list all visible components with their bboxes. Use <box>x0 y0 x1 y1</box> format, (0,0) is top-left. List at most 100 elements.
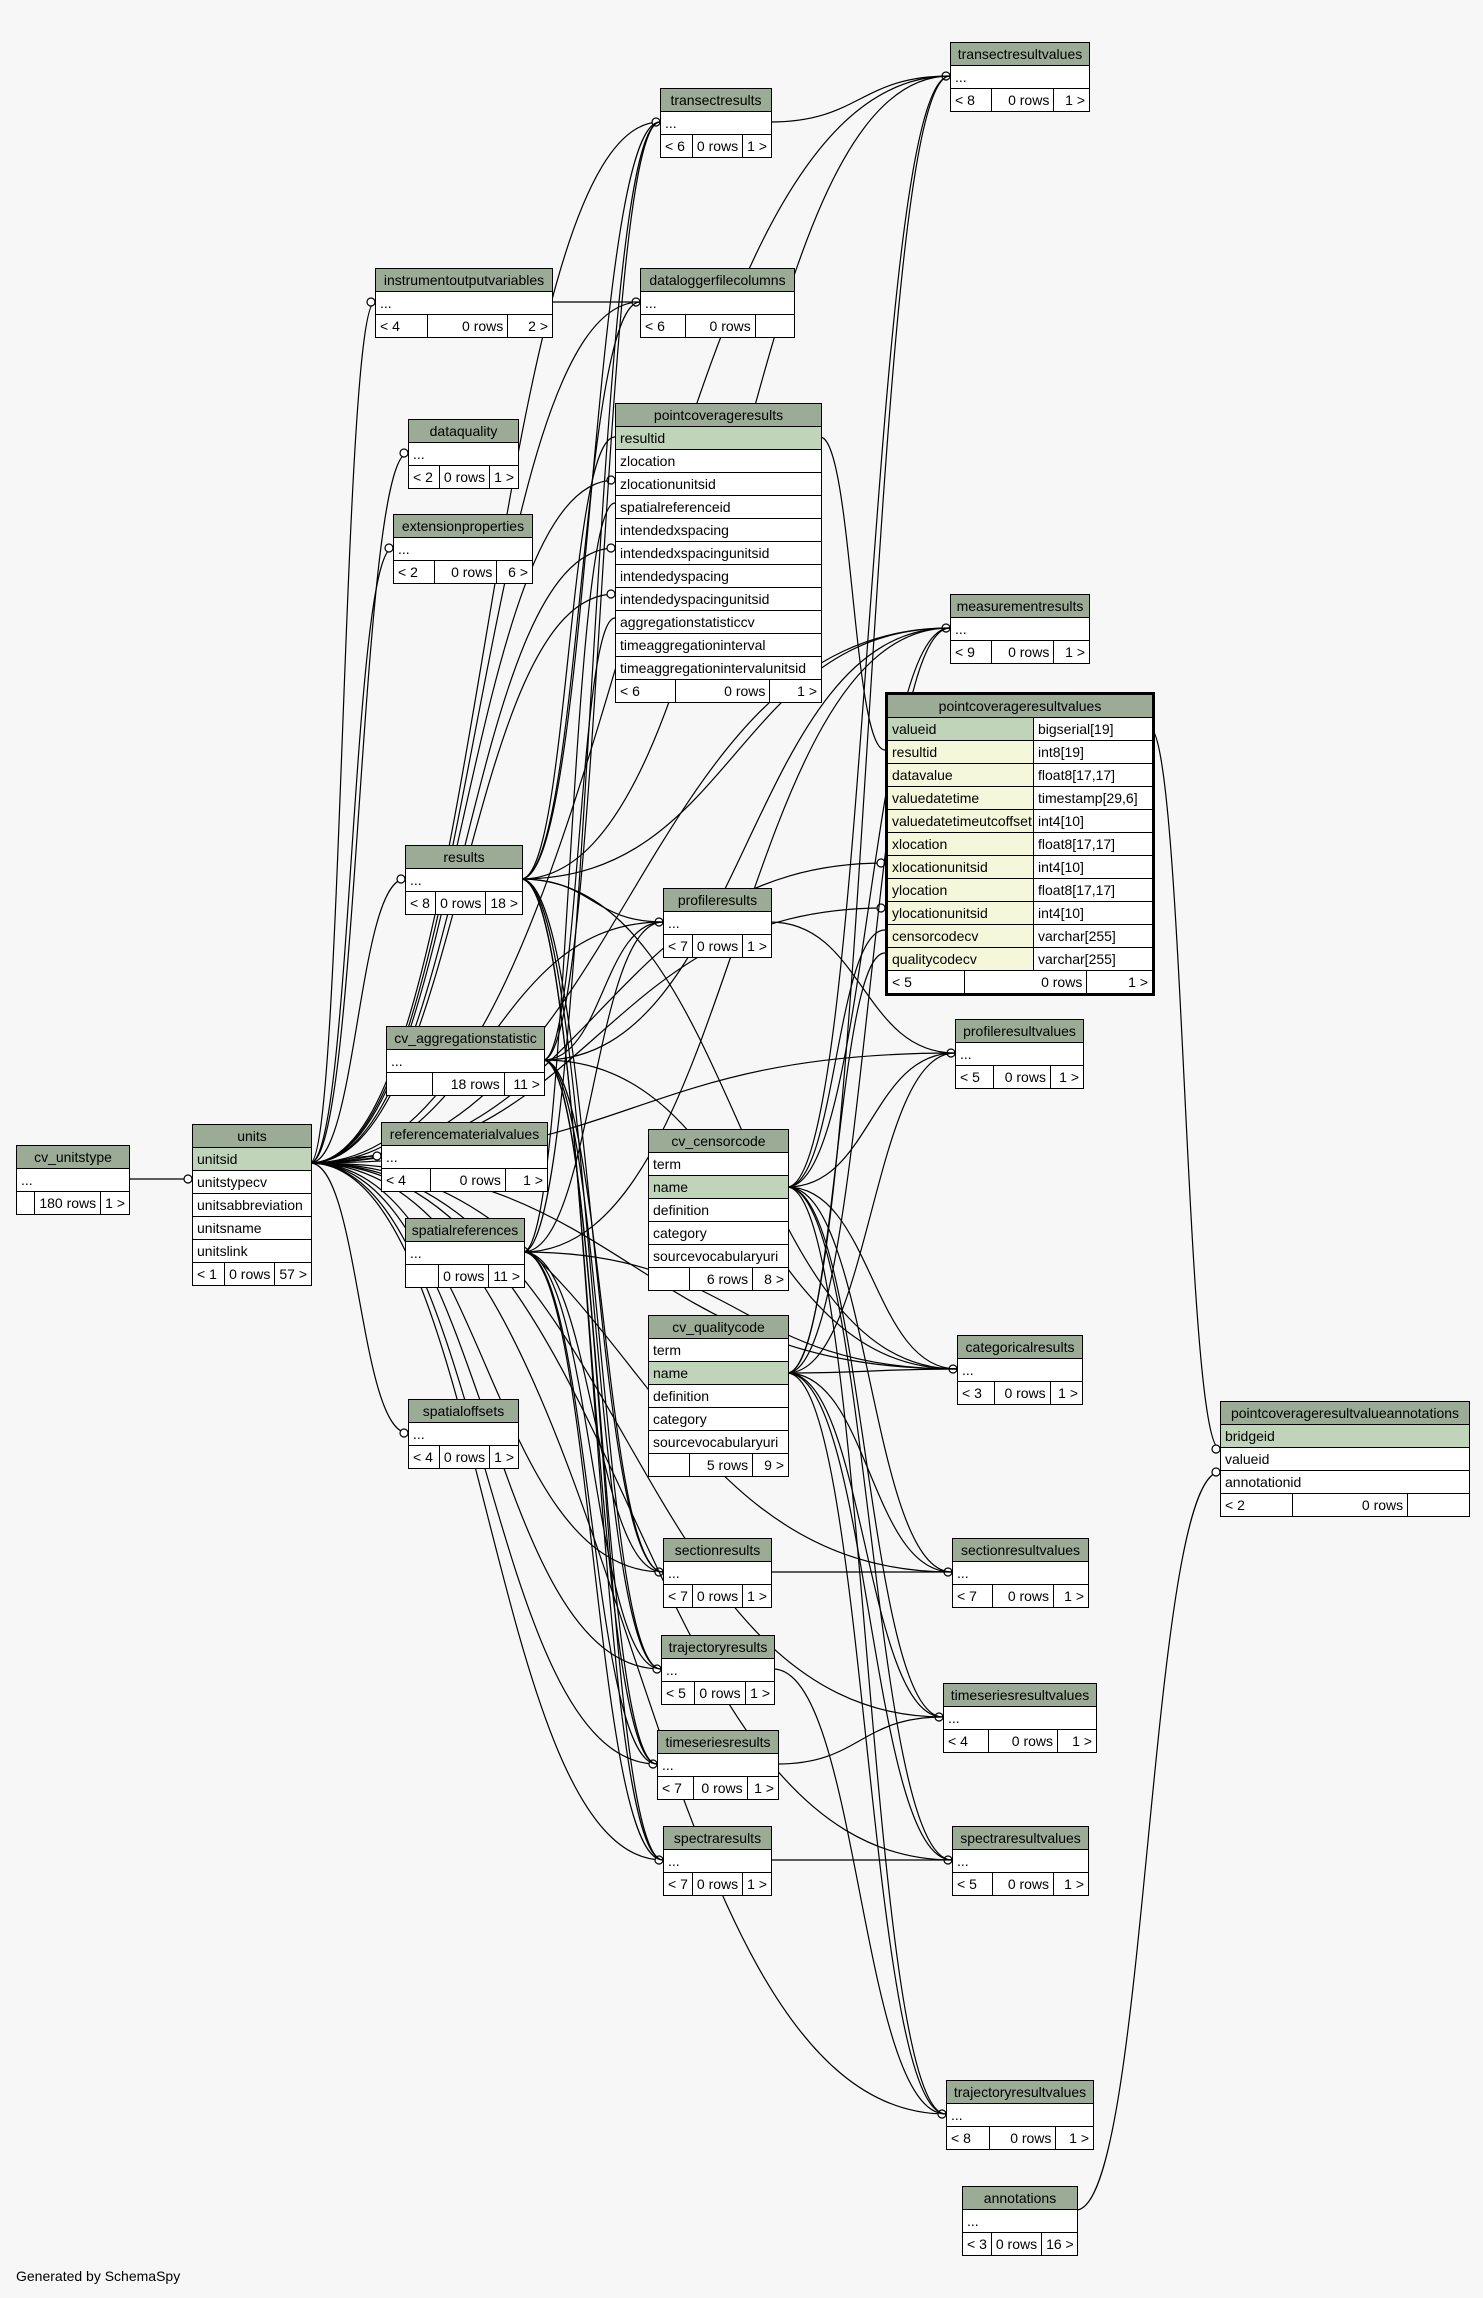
column: ... <box>948 1710 960 1726</box>
relationship-line <box>520 878 664 1861</box>
relationship-line <box>786 1186 953 1573</box>
relationship-line <box>786 1368 958 1374</box>
relationship-endpoint <box>183 1174 193 1184</box>
relationship-line <box>786 1186 953 1861</box>
relationship-line <box>522 1251 658 1765</box>
relationship-line <box>520 301 641 880</box>
column: ... <box>668 1853 680 1869</box>
relationship-line <box>542 617 616 1061</box>
column-name: resultid <box>892 744 938 760</box>
column: ... <box>668 915 680 931</box>
table-units[interactable]: units unitsid unitstypecv unitsabbreviat… <box>192 1124 312 1286</box>
relationship-line <box>542 1059 658 1765</box>
column: definition <box>653 1202 710 1218</box>
column-type: int4[10] <box>1033 902 1152 924</box>
relationship-line <box>309 878 406 1164</box>
column-name: valuedatetime <box>892 790 980 806</box>
relationship-line <box>309 547 394 1164</box>
relationship-line <box>520 878 958 1370</box>
relationship-line <box>786 1052 956 1188</box>
relationship-line <box>1075 1471 1221 2211</box>
column: intendedyspacingunitsid <box>620 591 770 607</box>
relationship-line <box>522 502 616 1253</box>
column-type: float8[17,17] <box>1033 833 1152 855</box>
relationship-line <box>520 436 616 880</box>
column: definition <box>653 1388 710 1404</box>
column: ... <box>413 446 425 462</box>
relationship-line <box>786 1372 947 2115</box>
column-name: valueid <box>892 721 937 737</box>
column: category <box>653 1411 707 1427</box>
table-cv-qualitycode[interactable]: cv_qualitycode term name definition cate… <box>648 1315 789 1477</box>
table-header: profileresultvalues <box>956 1020 1083 1042</box>
relationship-line <box>542 1059 662 1670</box>
relationship-line <box>786 929 886 1188</box>
table-header: pointcoverageresults <box>616 404 821 426</box>
table-header: timeseriesresults <box>658 1731 778 1753</box>
table-header: instrumentoutputvariables <box>376 269 552 291</box>
column-type: varchar[255] <box>1033 925 1152 947</box>
column-name: xlocationunitsid <box>892 859 988 875</box>
relationship-line <box>542 121 661 1061</box>
table-header: referencematerialvalues <box>382 1123 547 1145</box>
table-pointcoverageresults[interactable]: pointcoverageresults resultid zlocation … <box>615 403 822 703</box>
relationship-line <box>769 921 956 1054</box>
column: zlocationunitsid <box>620 476 716 492</box>
column-name: ylocationunitsid <box>892 905 988 921</box>
relationship-line <box>522 1251 664 1861</box>
relationship-line <box>786 1186 958 1370</box>
column-name: censorcodecv <box>892 928 979 944</box>
column: ... <box>951 2107 963 2123</box>
table-pointcoverageresultvalueannotations[interactable]: pointcoverageresultvalueannotations brid… <box>1220 1401 1470 1517</box>
relationship-line <box>542 627 951 1061</box>
table-cv-censorcode[interactable]: cv_censorcode term name definition categ… <box>648 1129 789 1291</box>
relationship-endpoint <box>366 297 376 307</box>
column-name: ylocation <box>892 882 948 898</box>
column-type: varchar[255] <box>1033 948 1152 970</box>
column: ... <box>955 69 967 85</box>
column: ... <box>666 1662 678 1678</box>
table-header: spectraresultvalues <box>953 1827 1088 1849</box>
relationship-line <box>776 1716 944 1765</box>
column-type: float8[17,17] <box>1033 764 1152 786</box>
relationship-line <box>520 878 662 1670</box>
table-header: measurementresults <box>951 595 1089 617</box>
column: ... <box>413 1426 425 1442</box>
column: valueid <box>1225 1451 1270 1467</box>
column: term <box>653 1156 681 1172</box>
relationship-line <box>786 952 886 1374</box>
column: unitstypecv <box>197 1174 268 1190</box>
table-header: transectresults <box>661 89 771 111</box>
table-header: timeseriesresultvalues <box>944 1684 1096 1706</box>
table-header: transectresultvalues <box>951 43 1089 65</box>
column-name: name <box>653 1365 689 1381</box>
relationship-line <box>786 1372 953 1861</box>
